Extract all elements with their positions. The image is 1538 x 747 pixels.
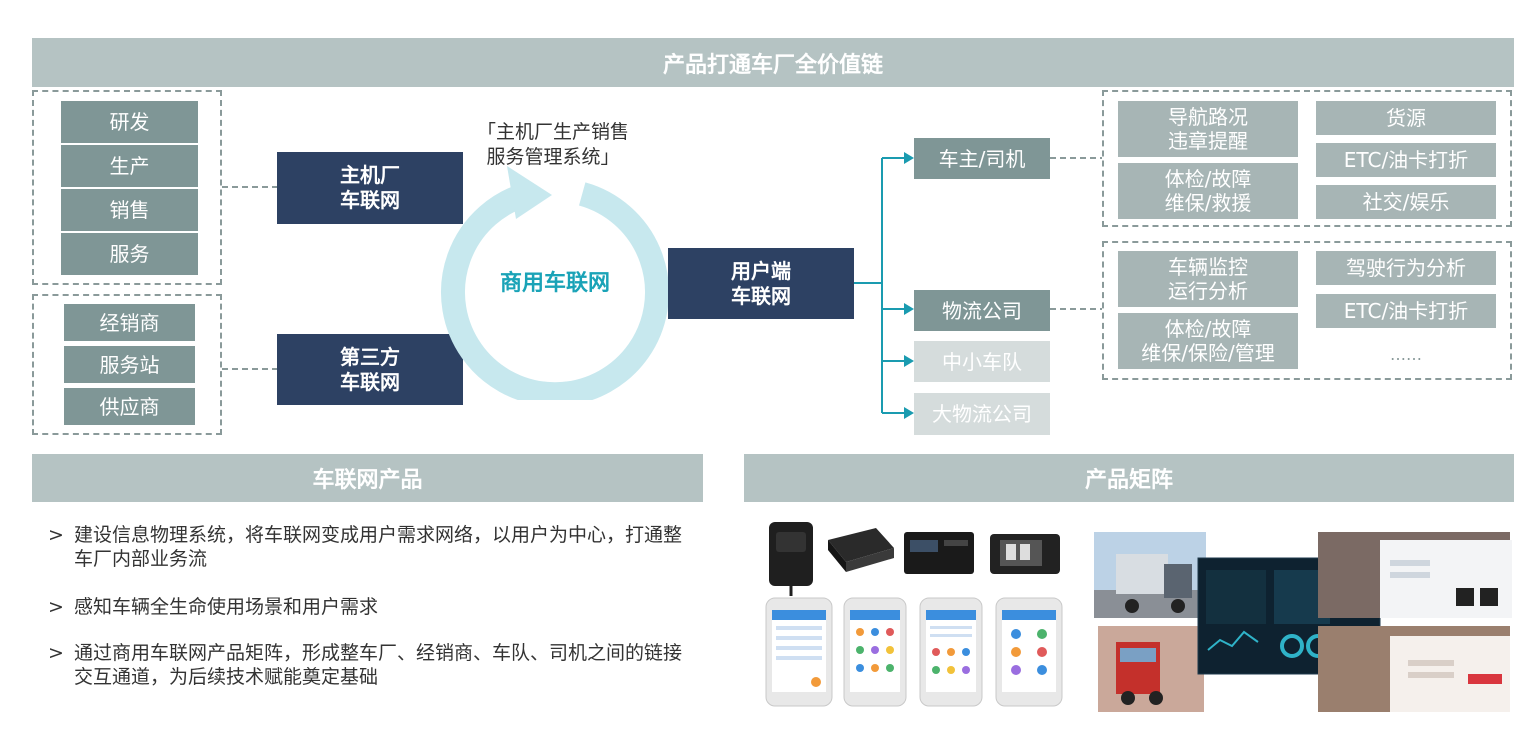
partner-group	[32, 294, 222, 435]
bullet-item: > 感知车辆全生命使用场景和用户需求	[48, 595, 688, 621]
service-etc-discount: ETC/油卡打折	[1316, 143, 1496, 177]
platform-screenshot-2	[1318, 626, 1510, 712]
function-sales: 销售	[61, 189, 198, 231]
user-type-driver: 车主/司机	[914, 138, 1050, 179]
gateway-device-icon	[828, 528, 894, 572]
user-type-small-fleet: 中小车队	[914, 341, 1050, 382]
third-party-line2: 车联网	[340, 369, 400, 394]
service-cargo: 货源	[1316, 101, 1496, 135]
bullet-item: > 建设信息物理系统，将车联网变成用户需求网络，以用户为中心，打通整车厂内部业务…	[48, 523, 688, 575]
user-type-logistics: 物流公司	[914, 290, 1050, 331]
truck-screenshot-2	[1098, 626, 1284, 712]
bullet-text: 建设信息物理系统，将车联网变成用户需求网络，以用户为中心，打通整车厂内部业务流	[74, 524, 683, 571]
tbox-device-icon	[769, 522, 813, 596]
user-iov-line1: 用户端	[731, 258, 791, 283]
service-etc-discount-2: ETC/油卡打折	[1316, 294, 1496, 328]
oem-function-group	[32, 90, 222, 285]
app-screenshot-phone	[995, 597, 1063, 707]
service-driving-behavior: 驾驶行为分析	[1316, 251, 1496, 285]
function-rnd: 研发	[61, 101, 198, 143]
app-screenshot-phone	[919, 597, 983, 707]
service-social: 社交/娱乐	[1316, 185, 1496, 219]
user-iov-line2: 车联网	[731, 283, 791, 308]
truck-screenshot-1	[1094, 532, 1206, 618]
cycle-caption: 「主机厂生产销售 服务管理系统」	[476, 121, 629, 168]
platform-screenshot-1	[1318, 532, 1512, 618]
bullet-item: > 通过商用车联网产品矩阵，形成整车厂、经销商、车队、司机之间的链接交互通道，为…	[48, 641, 688, 693]
bullet-text: 感知车辆全生命使用场景和用户需求	[74, 596, 379, 618]
bullet-mark: >	[48, 524, 64, 546]
cycle-center-label: 商用车联网	[499, 271, 610, 296]
app-screenshot-phone	[843, 597, 907, 707]
bullet-mark: >	[48, 642, 64, 664]
service-more: ……	[1390, 345, 1422, 364]
service-navigation: 导航路况 违章提醒	[1118, 101, 1298, 157]
oem-iov-line2: 车联网	[340, 188, 400, 212]
app-screenshot-phone	[765, 597, 833, 707]
user-iov-box: 用户端 车联网	[668, 248, 854, 319]
service-checkup: 体检/故障 维保/救援	[1118, 163, 1298, 219]
function-service: 服务	[61, 233, 198, 275]
function-production: 生产	[61, 145, 198, 187]
display-device-icon	[990, 534, 1060, 574]
cycle-ring-icon	[441, 166, 669, 400]
oem-iov-box: 主机厂 车联网	[277, 152, 463, 224]
partner-supplier: 供应商	[64, 388, 195, 425]
partner-dealer: 经销商	[64, 304, 195, 341]
iov-products-banner: 车联网产品	[32, 454, 703, 502]
logistics-services-group	[1102, 241, 1512, 380]
partner-service-station: 服务站	[64, 346, 195, 383]
third-party-iov-box: 第三方 车联网	[277, 334, 463, 405]
product-matrix-banner: 产品矩阵	[744, 454, 1514, 502]
driver-services-group	[1102, 90, 1512, 227]
product-matrix-images	[765, 522, 1512, 712]
bullet-text: 通过商用车联网产品矩阵，形成整车厂、经销商、车队、司机之间的链接交互通道，为后续…	[74, 642, 683, 689]
service-maintenance: 体检/故障 维保/保险/管理	[1118, 313, 1298, 369]
oem-iov-line1: 主机厂	[340, 163, 400, 187]
bullet-mark: >	[48, 596, 64, 618]
third-party-line1: 第三方	[340, 344, 400, 369]
recorder-device-icon	[904, 532, 974, 574]
value-chain-banner: 产品打通车厂全价值链	[32, 38, 1514, 87]
user-type-large-logistics: 大物流公司	[914, 393, 1050, 435]
service-monitoring: 车辆监控 运行分析	[1118, 251, 1298, 307]
